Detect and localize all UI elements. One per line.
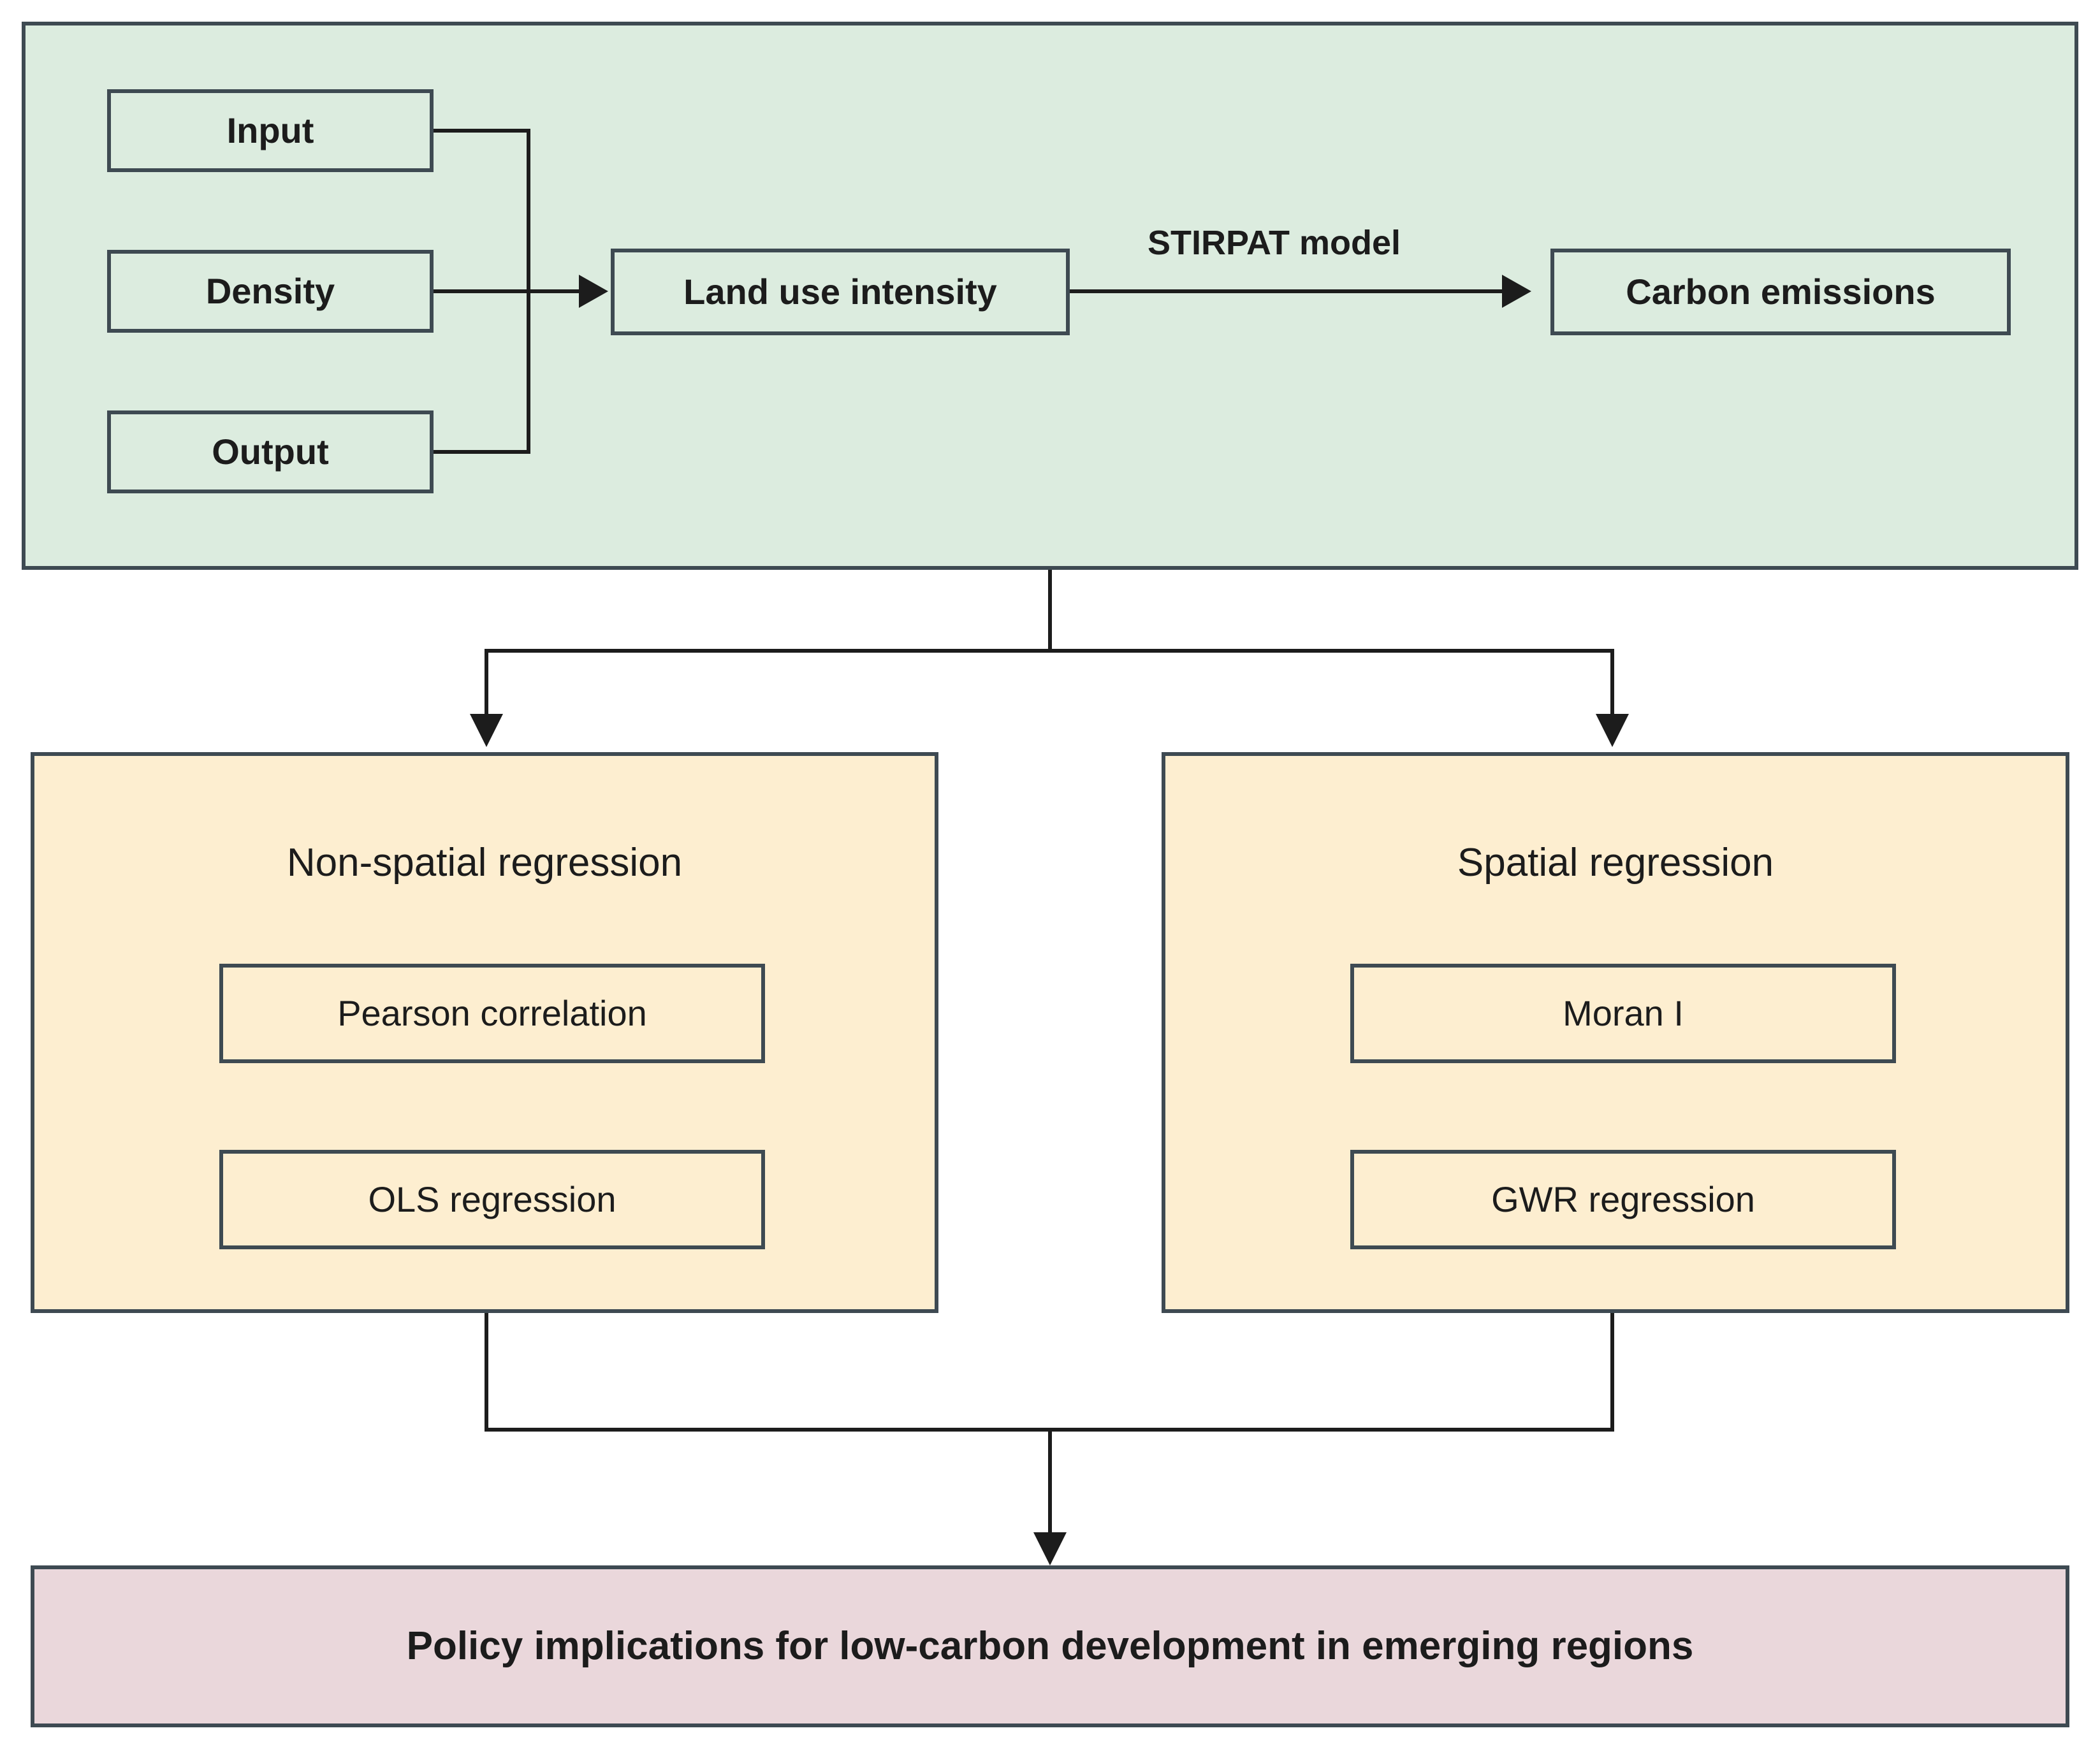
edge-label-stirpat-model: STIRPAT model	[1148, 224, 1401, 262]
node-input[interactable]: Input	[107, 89, 434, 172]
connector-branch-right-drop	[1610, 649, 1614, 719]
connector-merge-left-riser	[485, 1313, 488, 1432]
method-moran-i[interactable]: Moran I	[1350, 964, 1896, 1063]
arrowhead-to-emissions	[1502, 275, 1531, 308]
method-moran-i-label: Moran I	[1563, 993, 1684, 1034]
node-land-use-intensity[interactable]: Land use intensity	[611, 249, 1070, 335]
connector-branch-stem	[1048, 570, 1052, 653]
node-input-label: Input	[226, 110, 314, 151]
connector-intensity-to-emissions	[1070, 289, 1516, 293]
connector-merge-stem	[1048, 1428, 1052, 1537]
node-carbon-emissions[interactable]: Carbon emissions	[1550, 249, 2011, 335]
method-gwr-regression-label: GWR regression	[1491, 1179, 1755, 1220]
connector-branch-left-drop	[485, 649, 488, 719]
connector-branch-bar	[485, 649, 1614, 653]
method-pearson-correlation[interactable]: Pearson correlation	[219, 964, 765, 1063]
arrowhead-to-spatial-panel	[1596, 714, 1629, 747]
connector-input-stub	[434, 129, 530, 133]
method-ols-regression-label: OLS regression	[368, 1179, 616, 1220]
node-land-use-intensity-label: Land use intensity	[683, 272, 997, 312]
method-pearson-correlation-label: Pearson correlation	[337, 993, 647, 1034]
node-output[interactable]: Output	[107, 410, 434, 493]
node-density[interactable]: Density	[107, 250, 434, 333]
method-gwr-regression[interactable]: GWR regression	[1350, 1150, 1896, 1249]
node-carbon-emissions-label: Carbon emissions	[1626, 272, 1936, 312]
node-output-label: Output	[212, 432, 329, 472]
node-density-label: Density	[205, 271, 335, 312]
connector-output-stub	[434, 450, 530, 454]
panel-policy-implications: Policy implications for low-carbon devel…	[31, 1565, 2069, 1727]
arrowhead-to-conclusion	[1033, 1532, 1067, 1565]
arrowhead-to-intensity	[579, 275, 608, 308]
method-ols-regression[interactable]: OLS regression	[219, 1150, 765, 1249]
connector-density-to-intensity	[434, 289, 593, 293]
policy-implications-label: Policy implications for low-carbon devel…	[406, 1623, 1694, 1668]
connector-merge-right-riser	[1610, 1313, 1614, 1432]
arrowhead-to-non-spatial-panel	[470, 714, 503, 747]
